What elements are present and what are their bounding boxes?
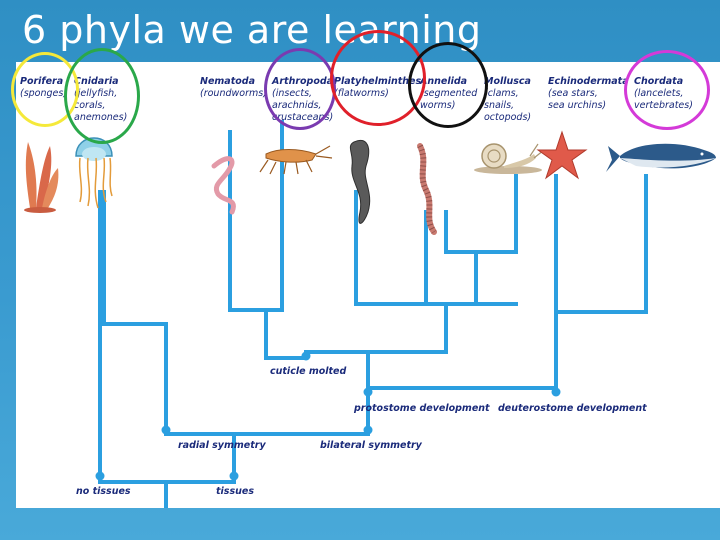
node-label-bilateral-symmetry: bilateral symmetry: [320, 440, 422, 451]
node-dot: [229, 471, 239, 481]
tree-branch: [102, 190, 168, 326]
taxon-mollusca: Mollusca (clams, snails, octopods): [484, 76, 531, 124]
fish-illustration: [606, 143, 716, 172]
node-label-deuterostome-development: deuterostome development: [498, 403, 647, 414]
node-dot: [161, 425, 171, 435]
node-label-protostome-development: protostome development: [354, 403, 490, 414]
phylum-name: Nematoda: [200, 76, 255, 87]
node-label-tissues: tissues: [216, 486, 254, 497]
crustacean-illustration: [259, 145, 333, 175]
phylum-description: (roundworms): [200, 88, 267, 99]
highlight-ring-cnidaria: [64, 48, 140, 144]
flatworm-illustration: [349, 140, 371, 224]
sea-star-illustration: [536, 130, 588, 180]
phylum-description: (sea stars, sea urchins): [548, 88, 607, 111]
highlight-ring-arthropoda: [264, 48, 336, 130]
taxon-echinodermata: Echinodermata (sea stars, sea urchins): [548, 76, 629, 112]
phylum-description: (clams, snails, octopods): [484, 88, 532, 123]
node-dot: [301, 351, 311, 361]
highlight-ring-chordata: [624, 50, 710, 130]
node-label-no-tissues: no tissues: [76, 486, 131, 497]
phylum-name: Mollusca: [484, 76, 531, 87]
roundworm-illustration: [211, 156, 236, 215]
highlight-ring-annelida: [408, 42, 488, 128]
phylum-name: Echinodermata: [548, 76, 629, 87]
node-dot: [551, 387, 561, 397]
node-label-radial-symmetry: radial symmetry: [178, 440, 266, 451]
jellyfish-illustration: [75, 137, 113, 209]
node-dot: [363, 425, 373, 435]
snail-illustration: [474, 143, 545, 174]
node-dot: [363, 387, 373, 397]
node-dot: [95, 471, 105, 481]
sponge-illustration: [24, 142, 59, 213]
phylogenetic-tree: [24, 120, 716, 508]
taxon-nematoda: Nematoda (roundworms): [200, 76, 267, 100]
segmented-worm-illustration: [417, 143, 437, 235]
node-label-cuticle-molted: cuticle molted: [270, 366, 347, 377]
phylogeny-figure: Porifera (sponges) Cnidaria (jellyfish, …: [16, 62, 720, 508]
